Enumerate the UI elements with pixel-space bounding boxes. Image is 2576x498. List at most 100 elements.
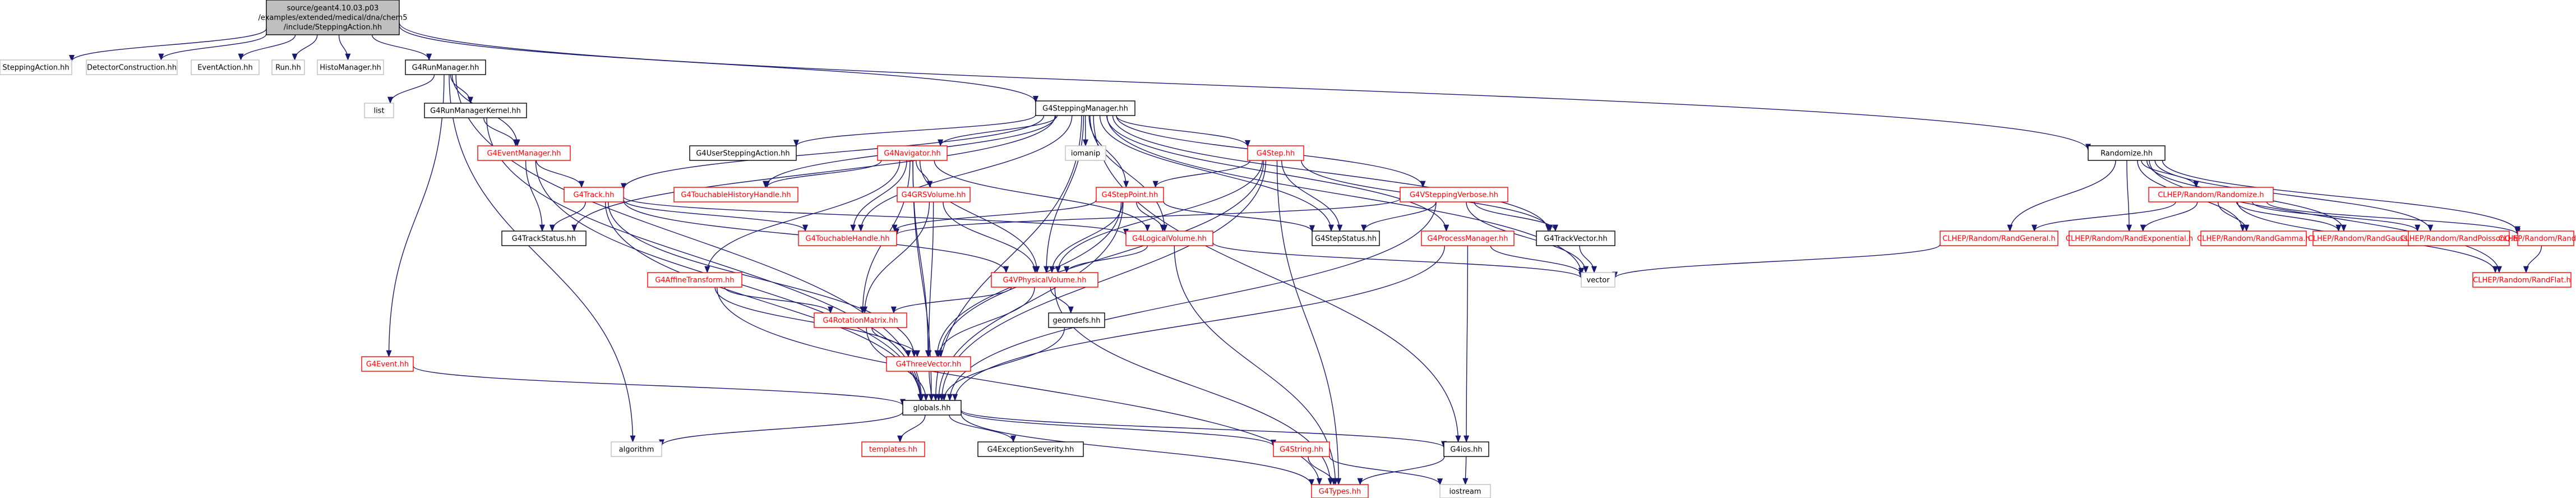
- node-label: SteppingAction.hh: [2, 64, 69, 72]
- edge-G4RunManagerKernel-to-G4EventManager: [483, 117, 519, 147]
- node-G4TouchableHistoryHandle[interactable]: G4TouchableHistoryHandle.hh: [673, 187, 798, 202]
- node-G4SteppingManager[interactable]: G4SteppingManager.hh: [1035, 100, 1135, 116]
- node-G4StepPoint[interactable]: G4StepPoint.hh: [1096, 187, 1164, 202]
- node-label: Run.hh: [275, 64, 301, 72]
- node-label: G4ios.hh: [1450, 446, 1482, 454]
- node-box: [977, 441, 1084, 457]
- node-RandExponential[interactable]: CLHEP/Random/RandExponential.h: [2066, 230, 2193, 246]
- edge-G4SteppingManager-to-G4ProcessManager: [1106, 115, 1449, 232]
- node-Run[interactable]: Run.hh: [271, 59, 305, 75]
- node-box: [991, 272, 1098, 288]
- node-G4AffineTransform[interactable]: G4AffineTransform.hh: [647, 272, 742, 288]
- node-box: [2088, 145, 2166, 161]
- node-G4TouchableHandle[interactable]: G4TouchableHandle.hh: [798, 230, 897, 246]
- edge-CLHEP_Randomize-to-RandGaussQ: [2236, 201, 2342, 232]
- edge-root-to-SteppingAction: [69, 28, 267, 62]
- node-G4UserSteppingAction[interactable]: G4UserSteppingAction.hh: [689, 145, 797, 161]
- edge-G4RunManagerKernel-to-globals: [486, 117, 924, 402]
- node-box: [647, 272, 742, 288]
- edge-globals-to-algorithm: [659, 412, 903, 446]
- edge-G4SteppingManager-to-G4TrackStatus: [571, 115, 1056, 232]
- node-G4Track[interactable]: G4Track.hh: [564, 187, 624, 202]
- node-G4StepStatus[interactable]: G4StepStatus.hh: [1312, 230, 1380, 246]
- node-G4RunManagerKernel[interactable]: G4RunManagerKernel.hh: [424, 103, 527, 118]
- node-globals[interactable]: globals.hh: [902, 400, 962, 416]
- edge-G4GRSVolume-to-G4VPhysicalVolume: [943, 201, 1038, 274]
- node-CLHEP_Randomize[interactable]: CLHEP/Random/Randomize.h: [2148, 187, 2274, 202]
- node-SteppingAction[interactable]: SteppingAction.hh: [0, 59, 72, 75]
- node-Randomize[interactable]: Randomize.hh: [2088, 145, 2166, 161]
- node-list[interactable]: list: [364, 103, 394, 118]
- edge-RandBit-to-RandFlat: [2523, 245, 2542, 274]
- node-G4Navigator[interactable]: G4Navigator.hh: [877, 145, 948, 161]
- node-label: geomdefs.hh: [1052, 317, 1100, 325]
- node-box: [2312, 230, 2416, 246]
- edge-G4SteppingManager-to-G4VPhysicalVolume: [1044, 115, 1084, 274]
- node-DetectorConstruction[interactable]: DetectorConstruction.hh: [86, 59, 178, 75]
- edge-G4ios-to-iostream: [1462, 456, 1469, 486]
- edge-G4SteppingManager-to-G4StepStatus: [1099, 115, 1334, 232]
- node-G4ThreeVector[interactable]: G4ThreeVector.hh: [886, 356, 971, 372]
- edge-root-to-Randomize: [399, 22, 2091, 151]
- node-label: CLHEP/Random/RandBit.h: [2499, 235, 2576, 243]
- node-G4VPhysicalVolume[interactable]: G4VPhysicalVolume.hh: [991, 272, 1098, 288]
- node-HistoManager[interactable]: HistoManager.hh: [317, 59, 384, 75]
- node-G4EventManager[interactable]: G4EventManager.hh: [477, 145, 571, 161]
- node-G4VSteppingVerbose[interactable]: G4VSteppingVerbose.hh: [1400, 187, 1508, 202]
- node-G4ProcessManager[interactable]: G4ProcessManager.hh: [1421, 230, 1515, 246]
- node-box: [405, 59, 486, 75]
- node-G4Types[interactable]: G4Types.hh: [1311, 484, 1369, 498]
- node-box: [501, 230, 587, 246]
- node-iostream[interactable]: iostream: [1439, 484, 1491, 498]
- node-RandBit[interactable]: CLHEP/Random/RandBit.h: [2499, 230, 2576, 246]
- node-G4GRSVolume[interactable]: G4GRSVolume.hh: [897, 187, 971, 202]
- node-G4Event[interactable]: G4Event.hh: [361, 356, 414, 372]
- edge-G4Track-to-G4LogicalVolume: [623, 196, 1129, 236]
- edge-G4SteppingManager-to-globals: [932, 115, 1082, 402]
- edge-Randomize-to-RandGeneral: [2007, 160, 2116, 232]
- node-label: algorithm: [619, 446, 654, 454]
- edge-G4AffineTransform-to-G4ThreeVector: [714, 287, 911, 358]
- node-label: G4ThreeVector.hh: [896, 361, 961, 369]
- node-box: [2517, 230, 2574, 246]
- node-RandGamma[interactable]: CLHEP/Random/RandGamma.h: [2197, 230, 2310, 246]
- node-vector[interactable]: vector: [1581, 272, 1615, 288]
- node-G4LogicalVolume[interactable]: G4LogicalVolume.hh: [1125, 230, 1213, 246]
- edge-G4StepPoint-to-G4VPhysicalVolume: [1049, 201, 1123, 274]
- edge-G4SteppingManager-to-G4TouchableHandle: [858, 115, 1073, 232]
- node-G4TrackStatus[interactable]: G4TrackStatus.hh: [501, 230, 587, 246]
- node-iomanip[interactable]: iomanip: [1065, 145, 1106, 161]
- node-box: [0, 59, 72, 75]
- node-label: HistoManager.hh: [320, 64, 381, 72]
- edge-G4LogicalVolume-to-vector: [1212, 242, 1584, 279]
- edge-G4SteppingManager-to-G4StepPoint: [1088, 115, 1129, 188]
- edge-globals-to-templates: [897, 414, 926, 443]
- node-box: [2148, 187, 2274, 202]
- node-box: [1273, 441, 1330, 457]
- node-algorithm[interactable]: algorithm: [611, 441, 662, 457]
- node-EventAction[interactable]: EventAction.hh: [191, 59, 260, 75]
- node-RandGaussQ[interactable]: CLHEP/Random/RandGaussQ.h: [2308, 230, 2420, 246]
- node-G4Step[interactable]: G4Step.hh: [1247, 145, 1304, 161]
- node-G4ExceptionSeverity[interactable]: G4ExceptionSeverity.hh: [977, 441, 1084, 457]
- node-RandPoissonQ[interactable]: CLHEP/Random/RandPoissonQ.h: [2400, 230, 2518, 246]
- node-G4String[interactable]: G4String.hh: [1273, 441, 1330, 457]
- edge-G4RunManager-to-globals: [455, 74, 925, 402]
- node-box: [1439, 484, 1491, 498]
- node-box: [814, 312, 907, 328]
- node-RandGeneral[interactable]: CLHEP/Random/RandGeneral.h: [1940, 230, 2058, 246]
- node-root[interactable]: source/geant4.10.03.p03/examples/extende…: [258, 0, 408, 35]
- node-G4RunManager[interactable]: G4RunManager.hh: [405, 59, 486, 75]
- edge-G4LogicalVolume-to-G4Types: [1174, 245, 1338, 486]
- edge-G4VPhysicalVolume-to-G4ThreeVector: [935, 287, 1035, 358]
- node-G4RotationMatrix[interactable]: G4RotationMatrix.hh: [814, 312, 907, 328]
- node-geomdefs[interactable]: geomdefs.hh: [1048, 312, 1105, 328]
- node-label: Randomize.hh: [2100, 150, 2153, 158]
- node-box: [477, 145, 571, 161]
- node-RandFlat[interactable]: CLHEP/Random/RandFlat.h: [2472, 272, 2572, 288]
- node-label: G4RunManager.hh: [412, 64, 479, 72]
- node-G4ios[interactable]: G4ios.hh: [1443, 441, 1489, 457]
- node-templates[interactable]: templates.hh: [861, 441, 925, 457]
- node-G4TrackVector[interactable]: G4TrackVector.hh: [1536, 230, 1615, 246]
- node-label: CLHEP/Random/RandFlat.h: [2473, 276, 2570, 285]
